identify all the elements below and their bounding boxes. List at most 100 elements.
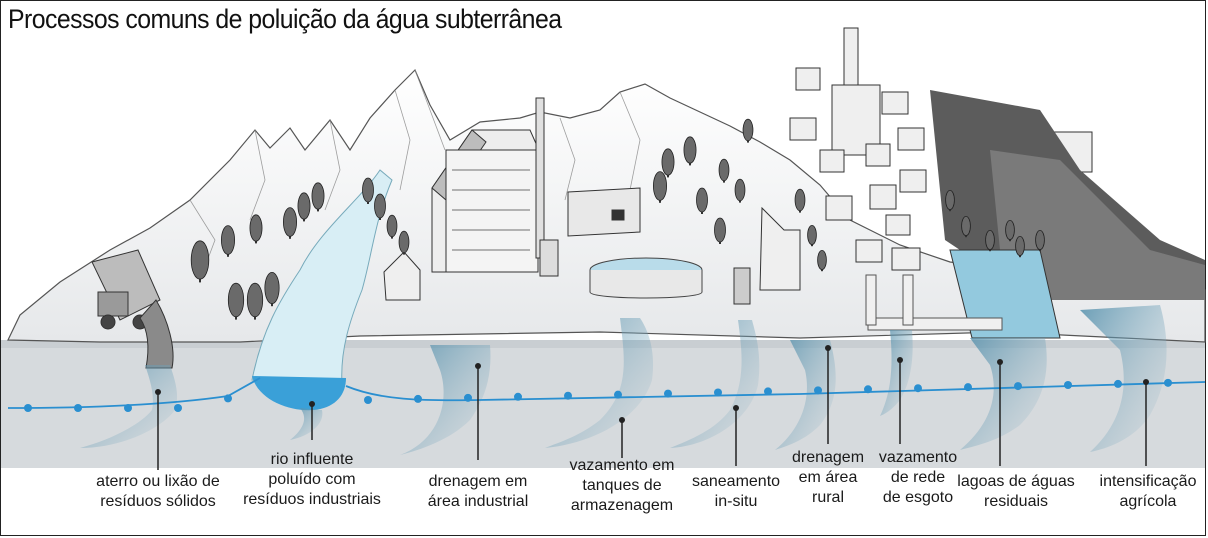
tree-icon [264, 271, 280, 304]
tree-icon [718, 158, 730, 182]
tree-icon [386, 214, 398, 238]
water-table-marker [664, 389, 672, 398]
water-table-marker [514, 392, 522, 401]
label-drenagem-rural: drenagem em área rural [792, 449, 864, 506]
water-table-marker [1064, 381, 1072, 389]
label-rio: rio influente poluído com resíduos industr… [243, 451, 381, 508]
water-table-marker [224, 394, 232, 403]
tree-icon [961, 215, 971, 236]
tree-icon [683, 136, 697, 164]
trees [190, 118, 1045, 320]
water-table-marker [174, 404, 182, 412]
label-pointer-dot [897, 357, 903, 363]
water-table-marker [464, 393, 472, 402]
contamination-plume [775, 340, 836, 450]
contamination-plume [670, 320, 760, 448]
water-table-marker [814, 386, 822, 395]
label-pointers [155, 345, 1149, 470]
tree-icon [282, 207, 297, 237]
label-line: de rede [891, 469, 945, 486]
contamination-plume [290, 408, 323, 440]
label-line: intensificação [1100, 473, 1197, 490]
label-line: resíduos industriais [243, 491, 381, 508]
label-line: vazamento em [570, 457, 675, 474]
label-pointer-dot [997, 359, 1003, 365]
tree-icon [742, 118, 754, 142]
tree-icon [1015, 235, 1025, 256]
label-line: drenagem [792, 449, 864, 466]
tree-icon [794, 188, 806, 212]
label-line: residuais [984, 493, 1048, 510]
process-labels: aterro ou lixão de resíduos sólidos rio in… [96, 449, 1196, 514]
label-line: armazenagem [571, 497, 673, 514]
label-aterro: aterro ou lixão de resíduos sólidos [96, 473, 220, 510]
water-table-marker [614, 390, 622, 399]
label-line: resíduos sólidos [100, 493, 216, 510]
water-table-marker [24, 404, 32, 412]
label-line: lagoas de águas [957, 473, 1074, 490]
tree-icon [246, 282, 264, 318]
label-agricola: intensificação agrícola [1100, 473, 1197, 510]
contamination-plume [880, 330, 913, 416]
label-line: rural [812, 489, 844, 506]
tree-icon [945, 189, 955, 210]
tree-icon [297, 192, 311, 220]
water-table-marker [124, 404, 132, 412]
water-table-marker [714, 388, 722, 397]
label-line: tanques de [582, 477, 661, 494]
tree-icon [190, 240, 210, 280]
label-line: aterro ou lixão de [96, 473, 220, 490]
water-table-marker [564, 391, 572, 400]
water-table-marker [964, 383, 972, 392]
water-table-marker [1014, 382, 1022, 391]
contamination-plume [1080, 305, 1167, 452]
tree-icon [1005, 219, 1015, 240]
wastewater-lagoon [949, 249, 1061, 339]
label-line: área industrial [428, 493, 529, 510]
water-table-marker [74, 404, 82, 412]
label-pointer-dot [1143, 379, 1149, 385]
river-pool [252, 376, 346, 411]
contamination-plume [545, 318, 654, 448]
contamination-plume [960, 338, 1047, 450]
label-line: poluído com [268, 471, 355, 488]
tree-icon [817, 249, 827, 270]
label-vazamento-tanques: vazamento em tanques de armazenagem [570, 457, 675, 514]
tree-icon [227, 282, 245, 318]
tree-icon [661, 148, 675, 176]
water-table-marker [414, 394, 422, 403]
tree-icon [653, 171, 668, 201]
tree-icon [985, 229, 995, 250]
storage-tank [589, 257, 703, 299]
tree-icon [249, 214, 263, 242]
label-line: em área [799, 469, 858, 486]
label-pointer-dot [619, 417, 625, 423]
label-line: vazamento [879, 449, 957, 466]
tree-icon [362, 177, 374, 203]
label-pointer-dot [733, 405, 739, 411]
water-table-marker [364, 396, 372, 404]
label-line: agrícola [1120, 493, 1177, 510]
label-line: rio influente [271, 451, 354, 468]
river [251, 169, 393, 385]
label-drenagem-industrial: drenagem em área industrial [428, 473, 529, 510]
label-lagoas: lagoas de águas residuais [957, 473, 1074, 510]
water-table-marker [864, 385, 872, 394]
tree-icon [374, 193, 386, 219]
label-pointer-dot [155, 389, 161, 395]
water-table-marker [1114, 379, 1122, 388]
water-table-marker [914, 384, 922, 393]
tree-icon [696, 187, 708, 213]
tree-icon [311, 182, 325, 210]
crop-field [930, 90, 1205, 300]
tree-icon [398, 230, 410, 254]
diagram-title: Processos comuns de poluição da água sub… [8, 4, 562, 34]
label-line: drenagem em [429, 473, 528, 490]
water-table-markers [24, 378, 1172, 412]
tree-icon [1035, 229, 1045, 250]
town [733, 27, 1093, 305]
water-table-marker [764, 387, 772, 396]
